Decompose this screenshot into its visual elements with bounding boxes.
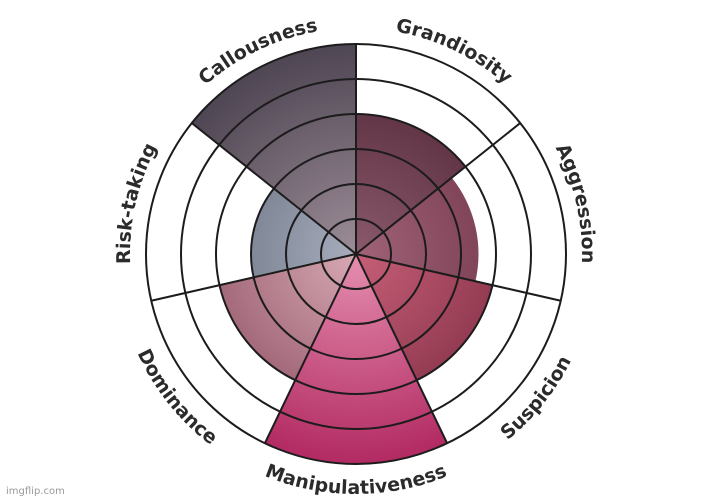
grid-spoke xyxy=(263,253,357,444)
grid-layer xyxy=(145,43,567,465)
label-aggression: Aggression xyxy=(551,140,599,263)
grid-spoke xyxy=(355,253,561,302)
grid-spoke xyxy=(355,122,521,255)
label-manipulativeness: Manipulativeness xyxy=(262,460,449,499)
grid-spoke xyxy=(151,253,357,302)
sector-risk-taking xyxy=(251,188,356,278)
sector-callousness xyxy=(191,44,356,254)
label-risk-taking: Risk-taking xyxy=(113,139,161,264)
sectors-layer xyxy=(191,44,493,464)
grid-spoke xyxy=(191,122,357,255)
sector-grandiosity xyxy=(356,114,466,254)
grid-spoke xyxy=(355,253,449,444)
label-dominance: Dominance xyxy=(133,345,222,449)
watermark: imgflip.com xyxy=(6,486,65,497)
